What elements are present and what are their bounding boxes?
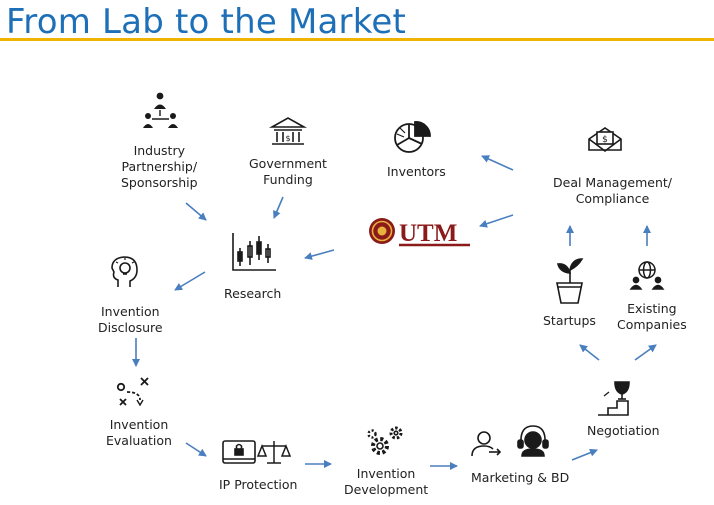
arrow-negotiation-existing	[634, 344, 657, 361]
arrow-government-research	[273, 196, 284, 219]
arrow-utm-research	[304, 249, 335, 260]
negotiation-label: Negotiation	[587, 423, 660, 438]
inventors-label: Inventors	[387, 164, 446, 179]
gears-icon	[367, 426, 403, 455]
trophy-stairs-icon	[598, 381, 630, 416]
page-title: From Lab to the Market	[6, 2, 407, 42]
arrow-marketing-negotiation	[571, 448, 598, 461]
strategy-play-icon	[116, 377, 149, 407]
svg-text:$: $	[285, 134, 290, 143]
bank-building-icon: $	[268, 117, 308, 145]
justice-scales-icon	[256, 441, 292, 464]
deal-label: Deal Management/Compliance	[553, 175, 672, 206]
arrow-research-disclosure	[174, 271, 206, 291]
marketing-label: Marketing & BD	[471, 470, 570, 485]
network-people-icon	[143, 92, 178, 128]
title-underline	[0, 38, 714, 41]
startups-label: Startups	[543, 313, 596, 328]
pie-chart-icon	[394, 121, 431, 153]
candlestick-chart-icon	[232, 233, 276, 271]
utm-logo-text: UTM	[399, 220, 457, 247]
arrow-industry-research	[185, 202, 207, 221]
money-envelope-icon: $	[588, 127, 622, 152]
headset-support-icon	[517, 425, 549, 457]
ip-label: IP Protection	[219, 477, 298, 492]
arrow-negotiation-startups	[579, 344, 600, 361]
svg-text:$: $	[602, 135, 608, 145]
globe-people-icon	[629, 261, 665, 290]
arrow-evaluation-ip	[185, 442, 207, 457]
laptop-lock-icon	[222, 440, 256, 464]
plant-pot-icon	[556, 258, 584, 304]
arrow-deal-utm	[479, 214, 514, 228]
arrow-deal-inventors	[481, 155, 514, 171]
utm-logo: UTM	[369, 218, 470, 247]
research-label: Research	[224, 286, 282, 301]
head-idea-icon	[111, 256, 138, 287]
person-arrow-icon	[471, 431, 502, 457]
